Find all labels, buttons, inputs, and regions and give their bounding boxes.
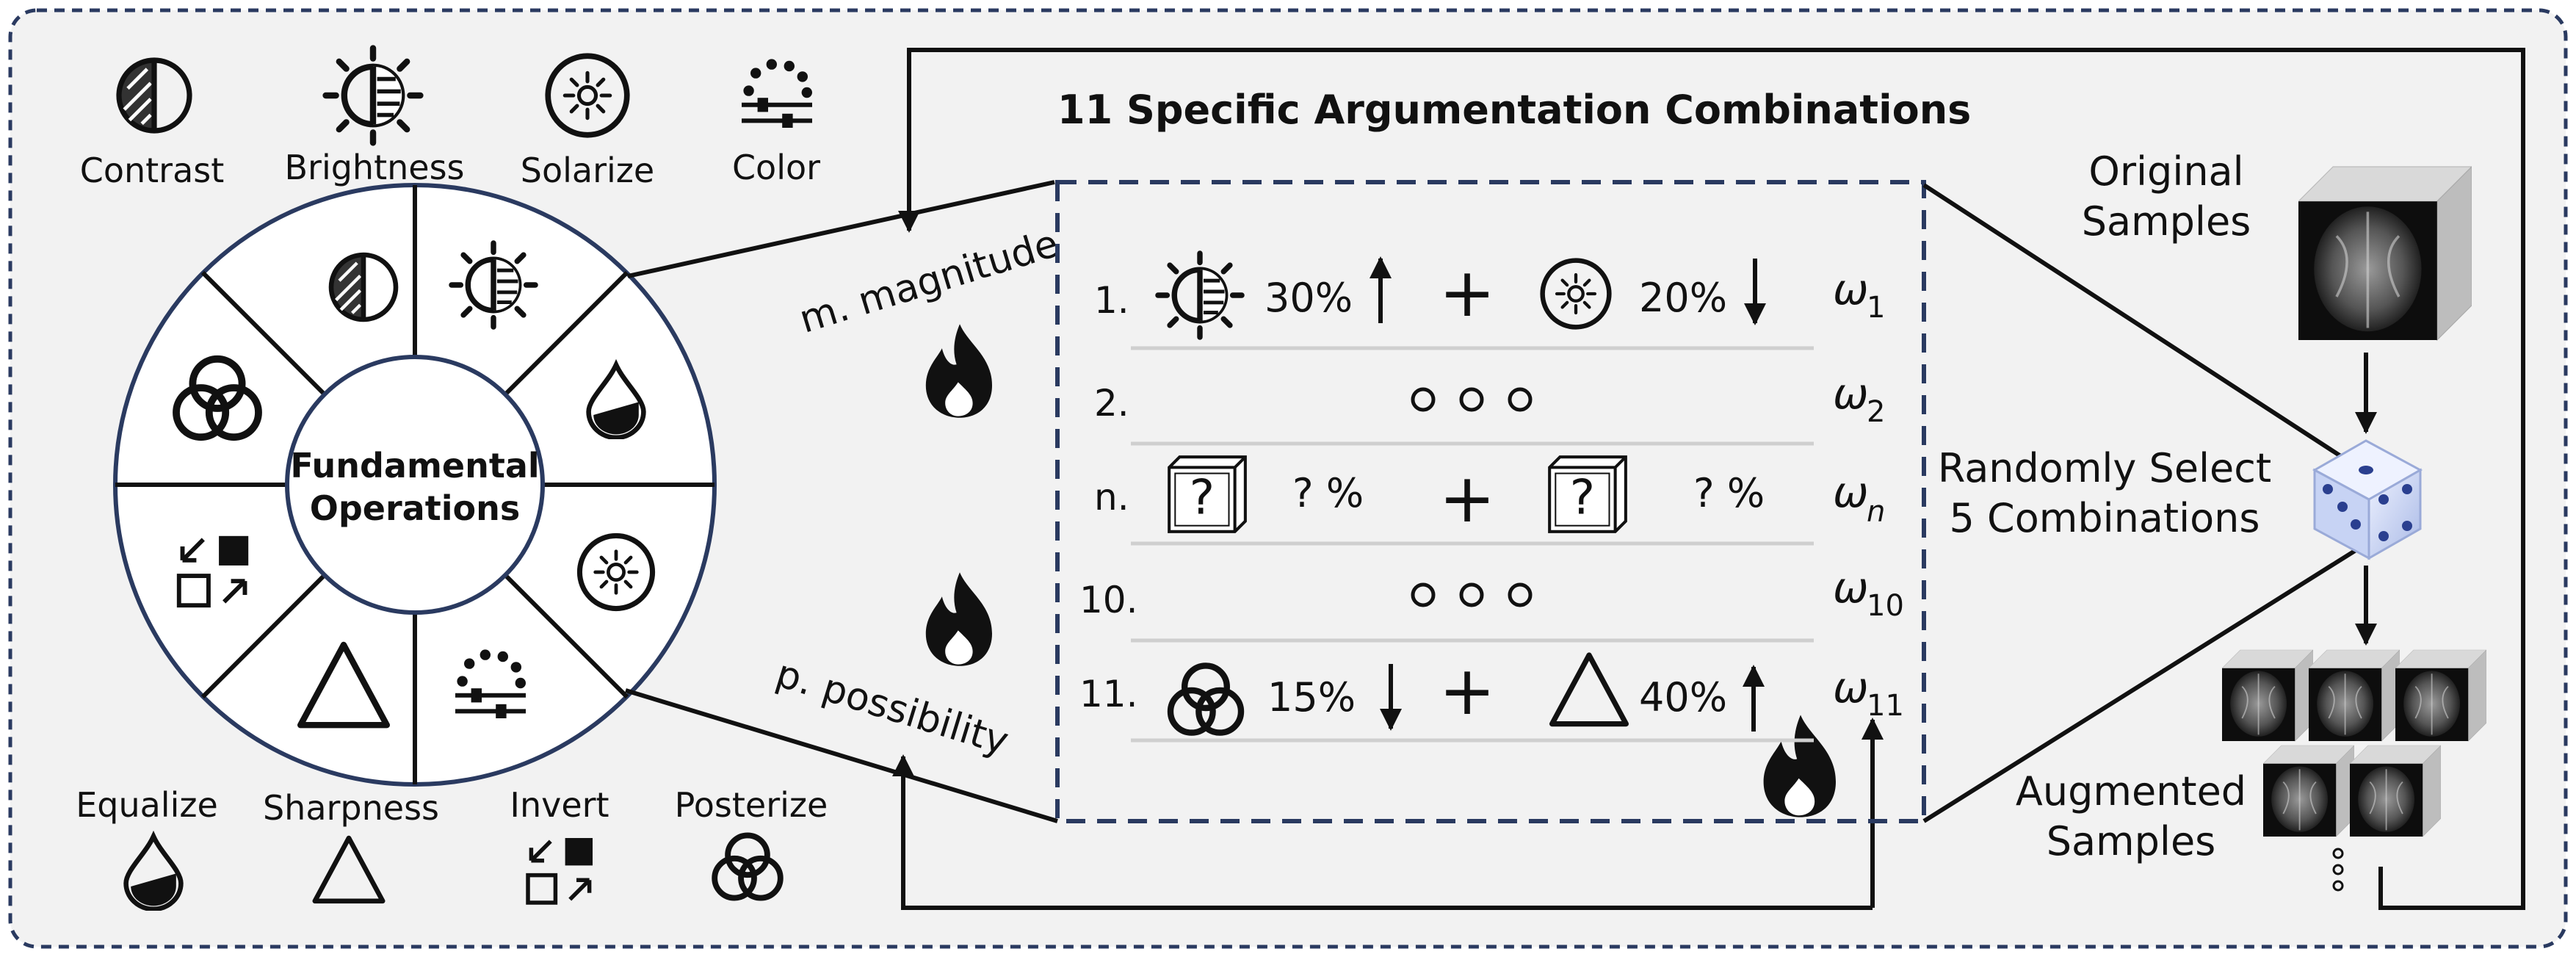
wheel-center-line2: Operations: [310, 488, 520, 528]
augmented-sample-cube: [2395, 649, 2486, 743]
combination-rows: 1. 30% + 20% ω 1 2. ω 2 n. ? % +: [1079, 253, 1904, 743]
wheel-center-line1: Fundamental: [290, 446, 539, 485]
augmented-sample-cube: [2222, 649, 2313, 743]
combination-row-1: 1. 30% + 20% ω 1: [1094, 253, 1885, 337]
connector-box-to-dice-top: [1922, 183, 2370, 477]
connector-box-to-dice-bottom: [1922, 540, 2370, 823]
operations-wheel: Fundamental Operations: [113, 183, 717, 787]
weight-subscript: 1: [1867, 291, 1885, 325]
equalize-label: Equalize: [76, 785, 218, 825]
top-operations: Contrast Brightness Solarize Color: [80, 48, 820, 190]
augmented-samples: [2222, 649, 2486, 892]
outer-frame: [8, 8, 2568, 949]
plus-sign: +: [1439, 651, 1495, 730]
right-percent: 40%: [1639, 674, 1727, 721]
weight-symbol: ω: [1833, 563, 1869, 613]
weight-subscript: 10: [1867, 589, 1904, 623]
random-label-line1: Randomly Select: [1938, 445, 2271, 491]
augmented-label-line2: Samples: [2047, 818, 2216, 864]
invert-label: Invert: [510, 785, 609, 825]
augmented-sample-cube: [2263, 744, 2354, 838]
original-label-line2: Samples: [2082, 198, 2251, 245]
bottom-operations: Equalize Sharpness Invert Posterize: [76, 785, 828, 909]
connector-bottom: [625, 688, 1058, 823]
weight-symbol: ω: [1833, 662, 1869, 712]
augmented-label-line1: Augmented: [2016, 768, 2246, 815]
row-index: 10.: [1079, 579, 1138, 621]
contrast-label: Contrast: [80, 151, 225, 190]
plus-sign: +: [1439, 253, 1495, 332]
left-percent: ? %: [1292, 470, 1364, 516]
right-percent: 20%: [1639, 275, 1727, 321]
brightness-label: Brightness: [284, 148, 464, 187]
original-label-line1: Original: [2088, 148, 2243, 195]
sharpness-label: Sharpness: [263, 788, 439, 828]
ellipsis-icon: [1411, 387, 1533, 412]
feedback-loop: [892, 48, 2525, 910]
original-sample-cube: [2298, 167, 2472, 340]
right-percent: ? %: [1693, 470, 1765, 516]
weight-symbol: ω: [1833, 467, 1869, 517]
row-index: 2.: [1094, 382, 1129, 425]
wheel-center: [285, 355, 545, 615]
weight-symbol: ω: [1833, 369, 1869, 419]
question-box-icon: [1169, 457, 1245, 532]
dice-icon: [2312, 439, 2423, 560]
weight-subscript: 2: [1867, 395, 1885, 429]
row-index: 11.: [1079, 673, 1138, 715]
combination-row-11: 11. 15% + 40% ω 11: [1079, 651, 1904, 733]
weight-subscript: n: [1867, 495, 1885, 529]
question-box-icon: [1549, 457, 1626, 532]
posterize-label: Posterize: [675, 785, 828, 825]
left-percent: 15%: [1267, 674, 1356, 721]
weight-subscript: 11: [1867, 689, 1904, 723]
plus-sign: +: [1439, 459, 1495, 538]
combination-row-2: 2. ω 2: [1094, 369, 1885, 429]
row-index: n.: [1094, 476, 1129, 519]
combinations-title: 11 Specific Argumentation Combinations: [1057, 87, 1971, 133]
connector-top: [627, 180, 1055, 278]
combination-row-10: 10. ω 10: [1079, 563, 1904, 623]
combinations-box: [1055, 180, 1926, 823]
row-index: 1.: [1094, 279, 1129, 322]
vertical-ellipsis-icon: [2332, 848, 2344, 892]
augmented-sample-cube: [2350, 744, 2441, 838]
augmented-sample-cube: [2309, 649, 2400, 743]
random-label-line2: 5 Combinations: [1949, 495, 2260, 541]
combination-row-n: n. ? % + ? % ω n: [1094, 457, 1885, 538]
ellipsis-icon: [1411, 582, 1533, 607]
weight-symbol: ω: [1833, 264, 1869, 314]
color-label: Color: [732, 148, 820, 187]
solarize-label: Solarize: [521, 151, 654, 190]
left-percent: 30%: [1265, 275, 1353, 321]
